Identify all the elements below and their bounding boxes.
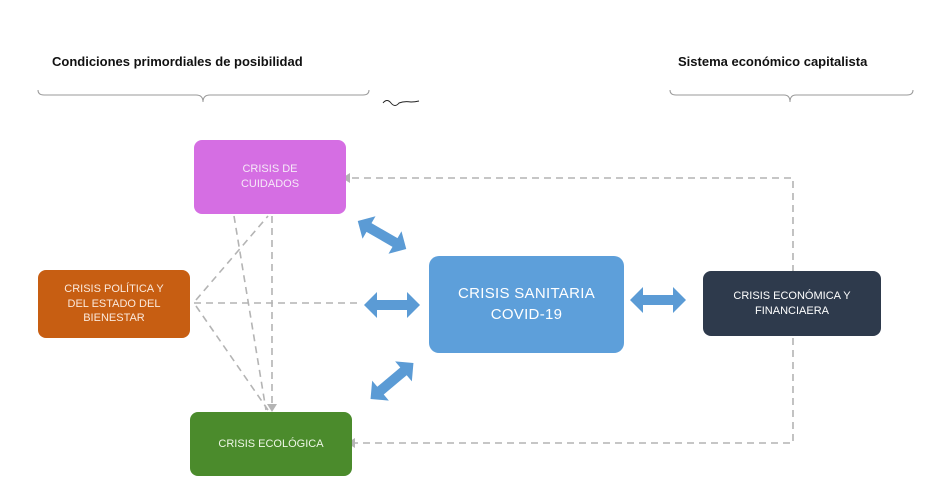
node-crisis-ecologica-label: CRISIS ECOLÓGICA — [218, 437, 324, 450]
node-crisis-ecologica: CRISIS ECOLÓGICA — [190, 412, 352, 476]
link-politica-ecologica — [195, 305, 269, 411]
double-arrow-sanitaria-economica — [630, 287, 686, 313]
node-crisis-cuidados: CRISIS DE CUIDADOS — [194, 140, 346, 214]
double-arrow-politica-sanitaria — [364, 292, 420, 318]
double-arrow-ecologica-sanitaria — [370, 361, 414, 401]
node-crisis-politica: CRISIS POLÍTICA Y DEL ESTADO DEL BIENEST… — [38, 270, 190, 338]
header-right-label: Sistema económico capitalista — [678, 54, 868, 69]
node-crisis-sanitaria: CRISIS SANITARIA COVID-19 — [429, 256, 624, 353]
node-crisis-politica-label: CRISIS POLÍTICA Y DEL ESTADO DEL BIENEST… — [64, 282, 164, 325]
link-cuidados-ecologica-a — [233, 215, 267, 411]
node-crisis-cuidados-label: CRISIS DE CUIDADOS — [240, 163, 300, 190]
node-crisis-economica-label: CRISIS ECONÓMICA Y FINANCIAERA — [733, 289, 851, 317]
node-crisis-economica: CRISIS ECONÓMICA Y FINANCIAERA — [703, 271, 881, 336]
right-bracket — [669, 89, 914, 103]
link-economica-ecologica — [355, 338, 794, 444]
link-economica-cuidados — [350, 177, 794, 272]
double-arrow-cuidados-sanitaria — [357, 216, 407, 254]
scribble-mark — [382, 100, 420, 106]
header-left-label: Condiciones primordiales de posibilidad — [52, 54, 303, 69]
left-bracket — [37, 89, 370, 103]
arrowhead-to-ecologica-down — [267, 404, 277, 412]
node-crisis-sanitaria-label: CRISIS SANITARIA COVID-19 — [457, 285, 596, 323]
arrowhead-to-cuidados — [342, 173, 350, 183]
link-politica-cuidados — [195, 215, 269, 301]
